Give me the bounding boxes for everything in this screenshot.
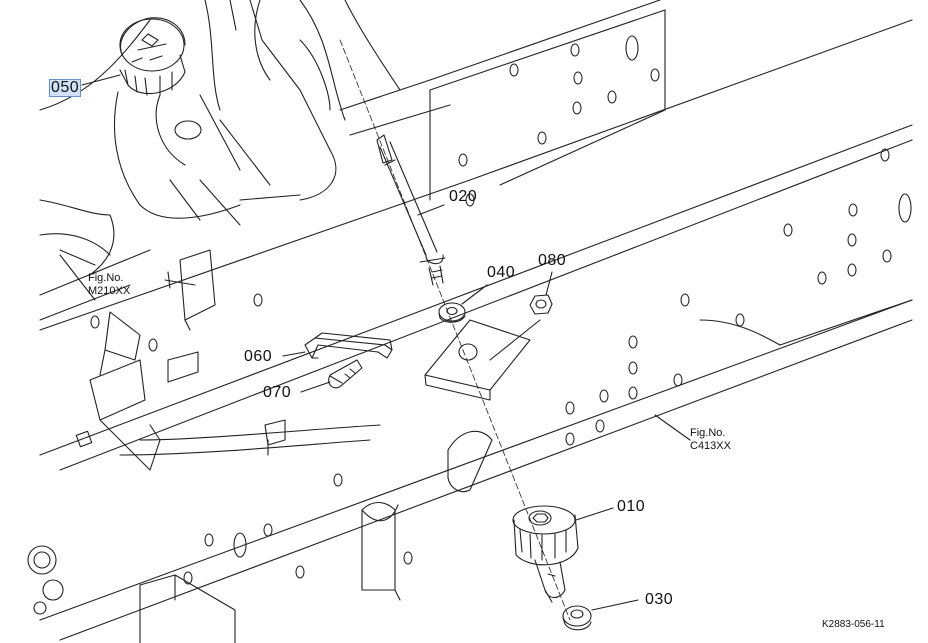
callout-070[interactable]: 070 <box>263 384 292 401</box>
fig-ref-left-line1: Fig.No. <box>88 272 124 284</box>
leader-050 <box>81 74 121 86</box>
callout-040[interactable]: 040 <box>487 264 516 281</box>
callout-020[interactable]: 020 <box>449 188 478 205</box>
leader-080 <box>545 271 553 296</box>
left-brackets <box>75 249 381 471</box>
part-020-shaft <box>376 134 446 286</box>
fig-ref-left[interactable]: Fig.No. M210XX <box>88 272 130 298</box>
main-frame-beam <box>27 19 913 643</box>
part-060-clamp <box>304 332 393 359</box>
fig-ref-right-line2: C413XX <box>690 440 731 452</box>
leader-040 <box>461 284 488 305</box>
upper-rail <box>339 0 666 201</box>
leader-030 <box>591 599 639 611</box>
upper-chassis-outline <box>39 0 401 276</box>
leader-020 <box>417 204 445 216</box>
part-050-knob <box>119 17 186 96</box>
leader-060 <box>282 351 306 357</box>
fig-ref-right[interactable]: Fig.No. C413XX <box>690 427 731 453</box>
part-030-washer <box>562 605 592 631</box>
drawing-code: K2883-056-11 <box>822 619 885 630</box>
fig-ref-left-line2: M210XX <box>88 285 131 297</box>
part-010-hub <box>512 505 579 603</box>
part-040-washer <box>438 302 466 323</box>
mount-plate <box>424 319 541 401</box>
callout-010[interactable]: 010 <box>617 498 646 515</box>
fig-ref-right-line1: Fig.No. <box>690 427 726 439</box>
callout-060[interactable]: 060 <box>244 348 273 365</box>
fig-ref-leader-left <box>59 254 96 301</box>
callout-030[interactable]: 030 <box>645 591 674 608</box>
part-070-screw <box>328 359 363 389</box>
assembly-centerline <box>339 39 571 621</box>
fig-ref-leader-right <box>654 414 691 441</box>
callout-050[interactable]: 050 <box>49 79 82 97</box>
leader-010 <box>575 507 614 521</box>
callout-080[interactable]: 080 <box>538 252 567 269</box>
part-080-nut <box>529 294 553 315</box>
leader-070 <box>300 381 331 393</box>
